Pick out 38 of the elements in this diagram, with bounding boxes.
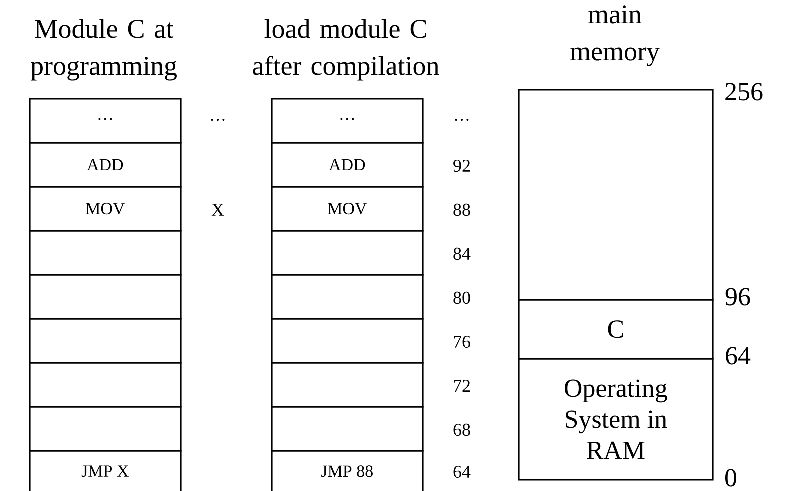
memory-region: Operating System in RAM — [518, 358, 714, 481]
memory-cell: JMP X — [29, 450, 182, 491]
memory-region: C — [518, 299, 714, 360]
address-label: 72 — [454, 380, 470, 392]
address-label: 92 — [454, 160, 470, 172]
address-label: 68 — [454, 424, 470, 436]
memory-cell: ADD — [29, 142, 182, 188]
column-heading: load module C after compilation — [253, 19, 440, 81]
memory-cell: ADD — [271, 142, 424, 188]
memory-cell — [29, 362, 182, 408]
ellipsis: … — [455, 119, 469, 121]
address-label: 0 — [726, 469, 737, 487]
column-heading: Module C at programming — [30, 19, 177, 81]
address-label: 80 — [454, 292, 470, 304]
memory-cell: … — [271, 98, 424, 144]
memory-cell — [29, 230, 182, 276]
memory-cell: MOV — [271, 186, 424, 232]
address-label: 84 — [454, 248, 471, 260]
address-label: 96 — [726, 288, 750, 306]
memory-cell — [271, 318, 424, 364]
memory-region — [518, 89, 714, 301]
address-label: 256 — [726, 83, 763, 101]
memory-cell: JMP 88 — [271, 450, 424, 491]
address-label: 88 — [454, 204, 470, 216]
memory-cell — [271, 406, 424, 452]
memory-cell — [271, 274, 424, 320]
memory-cell: MOV — [29, 186, 182, 232]
memory-cell — [271, 230, 424, 276]
memory-cell — [29, 274, 182, 320]
memory-cell: … — [29, 98, 182, 144]
memory-cell — [29, 406, 182, 452]
memory-cell — [29, 318, 182, 364]
symbol-label: X — [212, 204, 224, 216]
address-label: 64 — [726, 347, 751, 365]
ellipsis: … — [211, 119, 225, 121]
address-label: 76 — [454, 336, 470, 348]
address-label: 64 — [454, 466, 471, 478]
memory-cell — [271, 362, 424, 408]
